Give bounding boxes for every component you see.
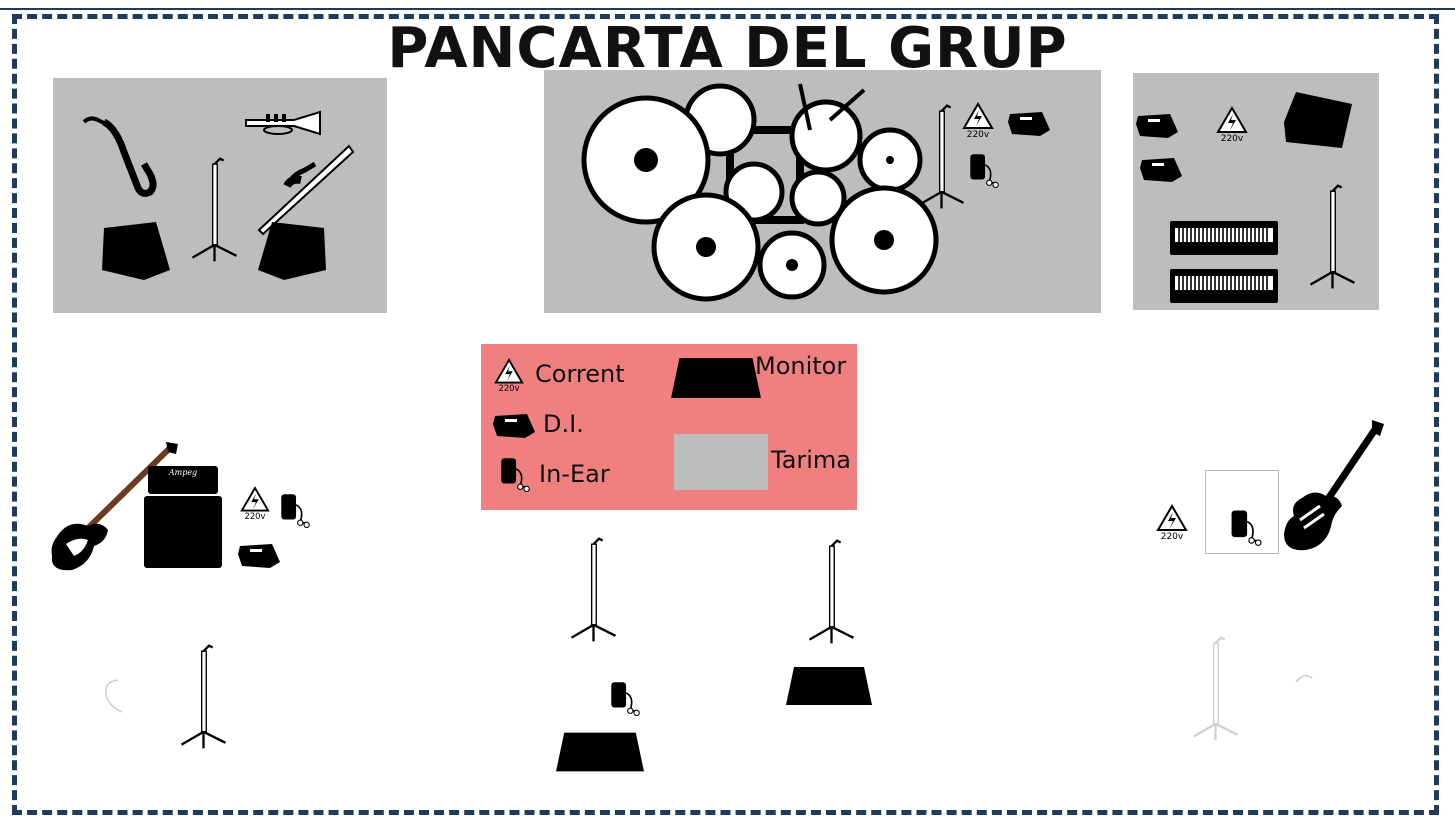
keyboard-icon — [1169, 220, 1279, 256]
di-box-icon — [236, 540, 282, 570]
power-icon — [1156, 504, 1188, 540]
legend-in-ear-label: In-Ear — [539, 460, 610, 488]
amp-brand-label: Ampeg — [168, 468, 198, 477]
monitor-icon — [784, 664, 874, 708]
electric-guitar-icon — [1284, 420, 1384, 551]
legend-monitor-label: Monitor — [755, 352, 847, 380]
in-ear-pack-icon — [499, 454, 531, 492]
saxophone-icon — [82, 116, 157, 197]
in-ear-pack-icon — [278, 490, 312, 528]
mic-stand-icon — [176, 642, 231, 752]
keyboard-icon — [1169, 268, 1279, 304]
trumpet-icon — [245, 110, 321, 136]
stage-frame — [12, 14, 1439, 815]
legend-di-label: D.I. — [543, 410, 584, 438]
in-ear-pack-icon — [968, 150, 1000, 188]
di-box-icon — [1006, 108, 1052, 138]
mic-stand-icon — [914, 102, 969, 212]
in-ear-pack-icon — [608, 678, 642, 716]
page-title: PANCARTA DEL GRUP — [387, 16, 1068, 81]
top-border-line — [0, 8, 1455, 10]
mic-stand-icon — [804, 537, 859, 647]
legend: Corrent D.I. In-Ear Monitor Tarima — [481, 344, 857, 510]
cable-icon — [105, 679, 123, 713]
di-box-icon — [1138, 154, 1184, 184]
drum-kit-icon — [581, 83, 939, 302]
monitor-icon — [258, 222, 326, 280]
monitor-icon — [669, 356, 763, 400]
in-ear-pack-icon — [1228, 506, 1264, 546]
cable-icon — [1295, 675, 1313, 683]
monitor-icon — [1284, 92, 1352, 148]
guitar-amp-outline — [1205, 470, 1279, 554]
bass-amp-icon: Ampeg — [144, 466, 222, 568]
power-icon — [1216, 106, 1248, 142]
power-icon — [494, 358, 524, 392]
legend-tarima-swatch — [674, 434, 768, 490]
monitor-icon — [102, 222, 170, 280]
mic-stand-icon — [1305, 182, 1360, 292]
tarima-horns — [53, 78, 387, 313]
di-box-icon — [491, 410, 537, 440]
mic-stand-icon — [566, 535, 621, 645]
monitor-icon — [554, 730, 646, 774]
trombone-icon — [257, 144, 355, 236]
legend-tarima-label: Tarima — [771, 446, 852, 474]
power-icon — [962, 102, 994, 138]
di-box-icon — [1134, 110, 1180, 140]
legend-corrent-label: Corrent — [535, 360, 625, 388]
mic-stand-icon — [187, 155, 242, 265]
power-icon — [240, 486, 270, 520]
mic-stand-icon — [1188, 634, 1243, 744]
bass-guitar-icon — [51, 442, 178, 571]
